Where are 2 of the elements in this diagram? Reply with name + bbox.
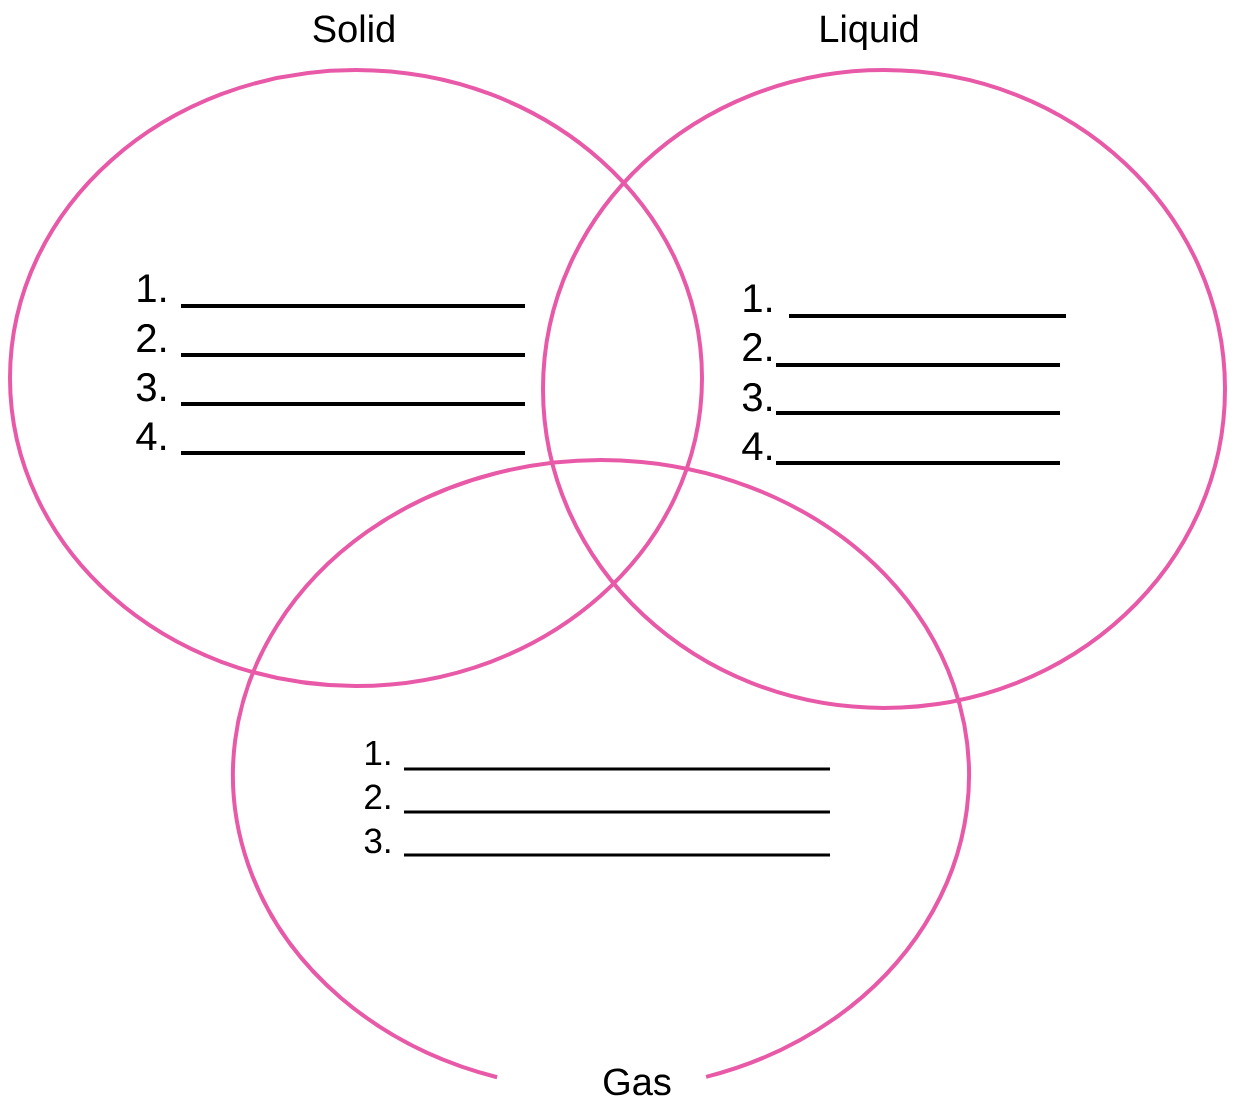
node-label: Liquid bbox=[821, 14, 918, 50]
node-label: Solid bbox=[313, 14, 394, 43]
